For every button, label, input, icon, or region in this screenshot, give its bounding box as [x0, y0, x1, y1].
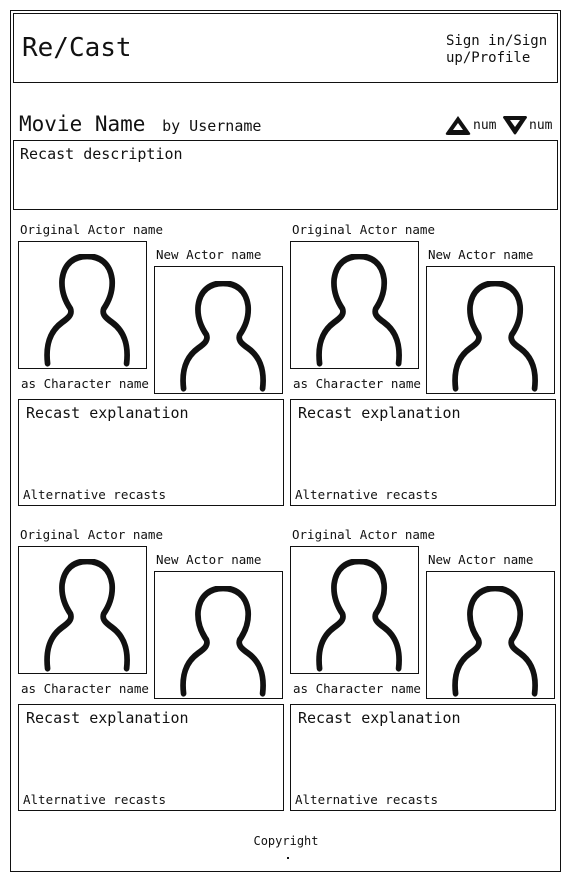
recast-description: Recast description [20, 145, 183, 163]
new-actor-photo[interactable] [426, 266, 555, 394]
page-frame [10, 10, 561, 872]
footer-dot [287, 857, 289, 859]
character-name: as Character name [21, 376, 149, 391]
original-actor-name[interactable]: Original Actor name [20, 222, 163, 237]
alternative-recasts-link[interactable]: Alternative recasts [295, 792, 438, 807]
recast-description-box: Recast description [13, 140, 558, 210]
new-actor-photo[interactable] [426, 571, 555, 699]
new-actor-name[interactable]: New Actor name [428, 552, 534, 567]
new-actor-photo[interactable] [154, 571, 283, 699]
person-silhouette-icon [452, 586, 538, 697]
alternative-recasts-link[interactable]: Alternative recasts [23, 792, 166, 807]
recast-explanation: Recast explanation [26, 709, 189, 727]
person-silhouette-icon [44, 254, 130, 367]
author-username[interactable]: by Username [162, 117, 262, 135]
person-silhouette-icon [452, 281, 538, 392]
new-actor-name[interactable]: New Actor name [156, 552, 262, 567]
movie-title: Movie Name [19, 112, 146, 136]
original-actor-photo[interactable] [18, 241, 147, 369]
person-silhouette-icon [180, 281, 266, 392]
original-actor-photo[interactable] [290, 241, 419, 369]
original-actor-photo[interactable] [18, 546, 147, 674]
alternative-recasts-link[interactable]: Alternative recasts [23, 487, 166, 502]
recast-explanation: Recast explanation [26, 404, 189, 422]
recast-explanation: Recast explanation [298, 404, 461, 422]
person-silhouette-icon [316, 254, 402, 367]
new-actor-photo[interactable] [154, 266, 283, 394]
original-actor-name[interactable]: Original Actor name [292, 222, 435, 237]
recast-explanation: Recast explanation [298, 709, 461, 727]
new-actor-name[interactable]: New Actor name [156, 247, 262, 262]
auth-link[interactable]: Sign in/Sign up/Profile [446, 33, 548, 66]
original-actor-name[interactable]: Original Actor name [20, 527, 163, 542]
character-name: as Character name [21, 681, 149, 696]
triangle-up-icon [445, 116, 471, 135]
brand-logo[interactable]: Re/Cast [22, 33, 132, 63]
new-actor-name[interactable]: New Actor name [428, 247, 534, 262]
original-actor-photo[interactable] [290, 546, 419, 674]
upvote-button[interactable]: num [444, 114, 496, 136]
header-bar [13, 13, 558, 83]
copyright-text: Copyright [253, 834, 319, 848]
upvote-count: num [473, 117, 497, 133]
downvote-count: num [529, 117, 553, 133]
original-actor-name[interactable]: Original Actor name [292, 527, 435, 542]
person-silhouette-icon [316, 559, 402, 672]
character-name: as Character name [293, 681, 421, 696]
movie-title-row: Movie Name by Username [19, 112, 261, 136]
alternative-recasts-link[interactable]: Alternative recasts [295, 487, 438, 502]
person-silhouette-icon [44, 559, 130, 672]
person-silhouette-icon [180, 586, 266, 697]
triangle-down-icon [503, 116, 527, 135]
character-name: as Character name [293, 376, 421, 391]
downvote-button[interactable]: num [502, 114, 552, 136]
